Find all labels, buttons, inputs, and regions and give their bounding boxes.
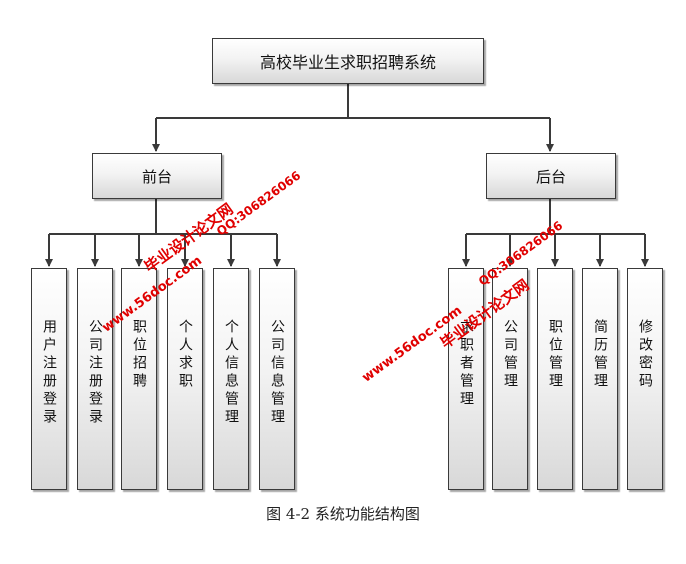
front-node: 前台: [92, 153, 222, 199]
back-module-change-password: 修改密码: [627, 268, 663, 490]
back-module-resume-mgmt: 简历管理: [582, 268, 618, 490]
front-module-job-posting: 职位招聘: [121, 268, 157, 490]
back-node-label: 后台: [535, 167, 566, 186]
back-module-label: 职位管理: [547, 319, 563, 391]
back-module-label: 公司管理: [502, 319, 518, 391]
front-module-label: 个人求职: [177, 319, 193, 391]
front-module-label: 职位招聘: [131, 319, 147, 391]
back-module-seeker-mgmt: 求职者管理: [448, 268, 484, 490]
back-module-label: 修改密码: [637, 319, 653, 391]
root-node-label: 高校毕业生求职招聘系统: [259, 53, 436, 72]
front-module-job-seeking: 个人求职: [167, 268, 203, 490]
back-node: 后台: [486, 153, 616, 199]
back-module-label: 简历管理: [592, 319, 608, 391]
root-node: 高校毕业生求职招聘系统: [212, 38, 484, 84]
front-module-label: 公司信息管理: [269, 319, 285, 427]
back-module-company-mgmt: 公司管理: [492, 268, 528, 490]
front-module-label: 用户注册登录: [41, 319, 57, 427]
back-module-job-mgmt: 职位管理: [537, 268, 573, 490]
back-module-label: 求职者管理: [458, 319, 474, 409]
front-module-label: 公司注册登录: [87, 319, 103, 427]
front-module-user-login: 用户注册登录: [31, 268, 67, 490]
figure-caption: 图 4-2 系统功能结构图: [266, 505, 420, 523]
front-module-label: 个人信息管理: [223, 319, 239, 427]
front-module-company-login: 公司注册登录: [77, 268, 113, 490]
front-module-company-info: 公司信息管理: [259, 268, 295, 490]
front-module-personal-info: 个人信息管理: [213, 268, 249, 490]
front-node-label: 前台: [141, 167, 172, 186]
